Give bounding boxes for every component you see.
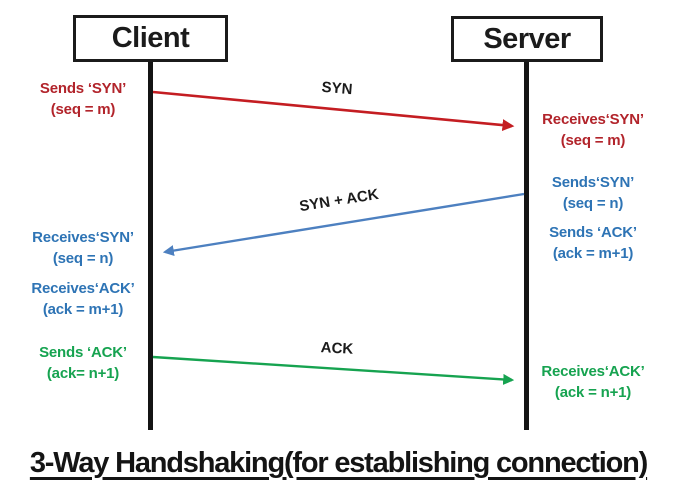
note-line: Sends ‘SYN’: [39, 80, 127, 97]
note-line: (ack = m+1): [552, 245, 634, 262]
note-line: Receives‘ACK’: [541, 363, 645, 380]
syn-ack-arrow: [162, 192, 525, 257]
note-line: (seq = n): [52, 250, 114, 267]
client-note-sends-syn: Sends ‘SYN’ (seq = m): [8, 78, 158, 120]
syn-arrow: [152, 90, 515, 132]
server-lifeline: [524, 62, 529, 430]
server-note-receives-syn: Receives‘SYN’ (seq = m): [513, 109, 673, 151]
ack-arrow: [152, 355, 515, 385]
note-line: Sends ‘ACK’: [39, 344, 127, 361]
note-line: (ack = m+1): [42, 301, 124, 318]
note-line: Sends‘SYN’: [551, 174, 635, 191]
ack-arrow-label: ACK: [320, 339, 354, 358]
note-line: (seq = m): [560, 132, 626, 149]
note-line: Receives‘SYN’: [32, 229, 134, 246]
note-line: (ack = n+1): [554, 384, 632, 401]
server-actor-label: Server: [483, 22, 571, 55]
diagram-title: 3-Way Handshaking(for establishing conne…: [29, 447, 648, 479]
server-note-sends-ack: Sends ‘ACK’ (ack = m+1): [513, 222, 673, 264]
note-line: Receives‘SYN’: [542, 111, 644, 128]
server-actor-box: Server: [451, 16, 603, 62]
client-actor-box: Client: [73, 15, 228, 62]
client-note-receives-ack: Receives‘ACK’ (ack = m+1): [8, 278, 158, 320]
note-line: Receives‘ACK’: [31, 280, 135, 297]
server-note-receives-ack: Receives‘ACK’ (ack = n+1): [513, 361, 673, 403]
client-actor-label: Client: [111, 22, 190, 54]
note-line: (ack= n+1): [46, 365, 120, 382]
note-line: (seq = m): [50, 101, 116, 118]
client-note-sends-ack: Sends ‘ACK’ (ack= n+1): [8, 342, 158, 384]
note-line: (seq = n): [562, 195, 624, 212]
note-line: Sends ‘ACK’: [549, 224, 637, 241]
client-lifeline: [148, 62, 153, 430]
server-note-sends-syn: Sends‘SYN’ (seq = n): [513, 172, 673, 214]
client-note-receives-syn: Receives‘SYN’ (seq = n): [8, 227, 158, 269]
